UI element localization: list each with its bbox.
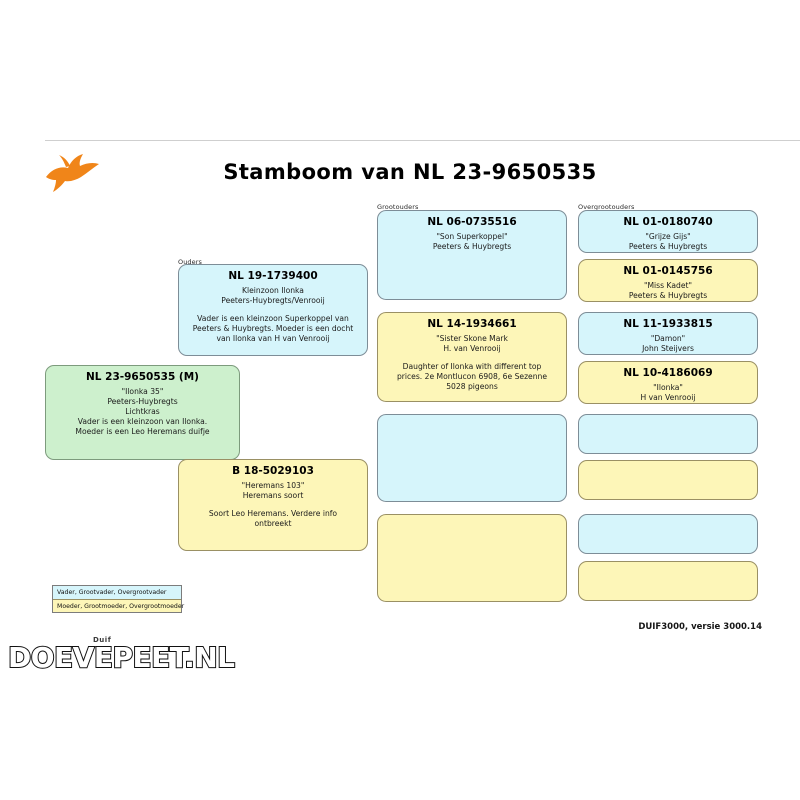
- band-number: NL 23-9650535 (M): [86, 371, 199, 383]
- card-lines: "Son Superkoppel" Peeters & Huybregts: [432, 232, 512, 251]
- card-lines: "Ilonka" H van Venrooij: [640, 383, 696, 402]
- legend: Vader, Grootvader, Overgrootvader Moeder…: [52, 585, 184, 613]
- version-footer: DUIF3000, versie 3000.14: [638, 622, 762, 632]
- pedigree-card-great-grandparent-7[interactable]: [578, 514, 758, 554]
- card-lines: "Grijze Gijs" Peeters & Huybregts: [628, 232, 708, 251]
- band-number: NL 10-4186069: [623, 367, 713, 379]
- card-lines: "Miss Kadet" Peeters & Huybregts: [628, 281, 708, 300]
- pedigree-card-great-grandparent-2[interactable]: NL 01-0145756 "Miss Kadet" Peeters & Huy…: [578, 259, 758, 302]
- pedigree-card-grandparent-2[interactable]: NL 14-1934661 "Sister Skone Mark H. van …: [377, 312, 567, 402]
- band-number: NL 11-1933815: [623, 318, 713, 330]
- band-number: B 18-5029103: [232, 465, 314, 477]
- legend-row-female: Moeder, Grootmoeder, Overgrootmoeder: [53, 599, 184, 612]
- pedigree-card-grandparent-4[interactable]: [377, 514, 567, 602]
- band-number: NL 14-1934661: [427, 318, 517, 330]
- pedigree-card-great-grandparent-4[interactable]: NL 10-4186069 "Ilonka" H van Venrooij: [578, 361, 758, 404]
- band-number: NL 01-0145756: [623, 265, 713, 277]
- card-notes: Daughter of Ilonka with different top pr…: [396, 362, 548, 391]
- card-lines: "Sister Skone Mark H. van Venrooij: [436, 334, 508, 353]
- pedigree-card-great-grandparent-8[interactable]: [578, 561, 758, 601]
- generation-label-grandparents: Grootouders: [377, 203, 419, 211]
- pedigree-card-grandparent-3[interactable]: [377, 414, 567, 502]
- page-title: Stamboom van NL 23-9650535: [223, 160, 597, 184]
- generation-label-parents: Ouders: [178, 258, 203, 266]
- card-notes: Soort Leo Heremans. Verdere info ontbree…: [208, 509, 338, 528]
- card-lines: "Ilonka 35" Peeters-Huybregts Lichtkras …: [75, 387, 210, 436]
- pedigree-card-great-grandparent-6[interactable]: [578, 460, 758, 500]
- pedigree-card-great-grandparent-1[interactable]: NL 01-0180740 "Grijze Gijs" Peeters & Hu…: [578, 210, 758, 253]
- band-number: NL 01-0180740: [623, 216, 713, 228]
- band-number: NL 19-1739400: [228, 270, 318, 282]
- card-lines: Kleinzoon Ilonka Peeters-Huybregts/Venro…: [221, 286, 325, 305]
- pedigree-card-grandparent-1[interactable]: NL 06-0735516 "Son Superkoppel" Peeters …: [377, 210, 567, 300]
- legend-row-male: Vader, Grootvader, Overgrootvader: [53, 586, 181, 599]
- header-divider: [45, 140, 800, 141]
- watermark-logo: DOEVEPEET.NL: [7, 640, 236, 675]
- pedigree-card-subject[interactable]: NL 23-9650535 (M) "Ilonka 35" Peeters-Hu…: [45, 365, 240, 460]
- pedigree-card-father[interactable]: NL 19-1739400 Kleinzoon Ilonka Peeters-H…: [178, 264, 368, 356]
- flying-pigeon-icon: [38, 147, 104, 197]
- band-number: NL 06-0735516: [427, 216, 517, 228]
- card-notes: Vader is een kleinzoon Superkoppel van P…: [192, 314, 354, 343]
- generation-label-great-grandparents: Overgrootouders: [578, 203, 635, 211]
- pedigree-card-mother[interactable]: B 18-5029103 "Heremans 103" Heremans soo…: [178, 459, 368, 551]
- pedigree-card-great-grandparent-3[interactable]: NL 11-1933815 "Damon" John Steijvers: [578, 312, 758, 355]
- card-lines: "Heremans 103" Heremans soort: [241, 481, 305, 500]
- card-lines: "Damon" John Steijvers: [642, 334, 694, 353]
- pedigree-card-great-grandparent-5[interactable]: [578, 414, 758, 454]
- watermark-subtext: Duif: [93, 636, 112, 644]
